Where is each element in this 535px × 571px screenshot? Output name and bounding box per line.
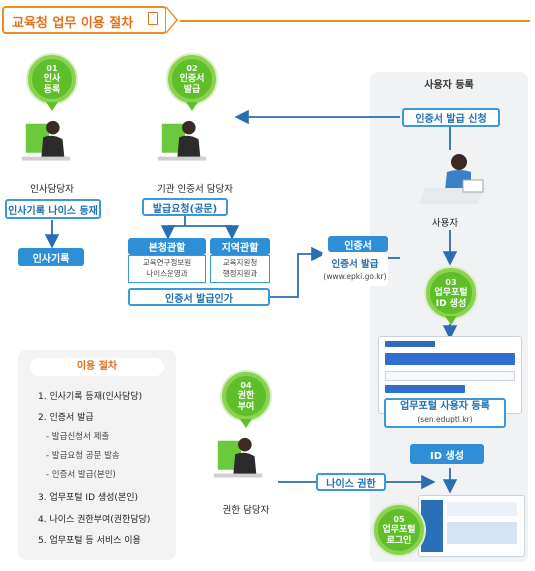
cert-person-icon [157, 120, 207, 161]
procedure-subitem: - 인증서 발급(본인) [46, 470, 116, 480]
request-box: 발급요청(공문) [142, 198, 228, 216]
procedure-item: 2. 인증서 발급 [38, 413, 94, 423]
login-screen [418, 495, 525, 557]
step-02-badge: 02 인증서 발급 [168, 55, 216, 103]
portal-url: (sen.eduptl.kr) [417, 415, 473, 424]
portal-register-box: 업무포털 사용자 등록 (sen.eduptl.kr) [384, 398, 506, 428]
neis-register-box: 인사기록 나이스 등재 [5, 199, 101, 219]
cert-url: (www.epki.go.kr) [323, 272, 387, 281]
region-sub1: 교육지원청 [222, 258, 258, 267]
procedure-box [18, 350, 176, 560]
id-create-box: ID 생성 [410, 444, 484, 464]
cert-issue-label: 인증서 발급 [331, 259, 379, 270]
step-04-badge: 04 권한 부여 [222, 372, 270, 420]
cert-tag: 인증서 [328, 236, 388, 252]
step-01-badge: 01 인사 등록 [28, 55, 76, 103]
hq-sub2: 나이스운영과 [146, 269, 188, 278]
hq-box [128, 255, 206, 283]
cert-issue-box [322, 252, 388, 286]
hq-sub1: 교육연구정보원 [142, 258, 192, 267]
region-sub2: 행정지원과 [222, 269, 258, 278]
procedure-subitem: - 발급요청 공문 발송 [46, 451, 120, 461]
header-box [2, 6, 167, 34]
procedure-item: 5. 업무포털 등 서비스 이용 [38, 536, 141, 546]
user-person-icon [419, 154, 485, 204]
procedure-subitem: - 발급신청서 제출 [46, 432, 110, 442]
auth-person-icon [213, 437, 263, 478]
region-title: 지역관할 [210, 238, 270, 255]
hr-person-label: 인사담당자 [30, 184, 74, 195]
approval-box: 인증서 발급인가 [128, 288, 270, 306]
hr-record-box: 인사기록 [18, 248, 84, 266]
step-05-badge: 05 업무포털 로그인 [374, 505, 424, 555]
document-icon [148, 12, 158, 25]
procedure-title: 이용 절차 [30, 358, 164, 376]
procedure-item: 3. 업무포털 ID 생성(본인) [38, 493, 139, 503]
panel-title: 사용자 등록 [424, 80, 474, 91]
cert-person-label: 기관 인증서 담당자 [157, 184, 233, 195]
step-03-badge: 03 업무포털 ID 생성 [426, 268, 476, 318]
region-box [210, 255, 270, 283]
auth-person-label: 권한 담당자 [222, 505, 270, 516]
user-label: 사용자 [431, 218, 459, 229]
procedure-item: 1. 인사기록 등재(인사담당) [38, 392, 143, 402]
header-rule [180, 20, 530, 22]
page-title: 교육청 업무 이용 절차 [12, 16, 134, 31]
apply-box: 인증서 발급 신청 [402, 108, 500, 127]
hr-person-icon [21, 120, 71, 161]
neis-auth-box: 나이스 권한 [316, 473, 386, 491]
portal-register-label: 업무포털 사용자 등록 [400, 401, 490, 412]
procedure-item: 4. 나이스 권한부여(권한담당) [38, 515, 151, 525]
hq-title: 본청관할 [128, 238, 206, 255]
